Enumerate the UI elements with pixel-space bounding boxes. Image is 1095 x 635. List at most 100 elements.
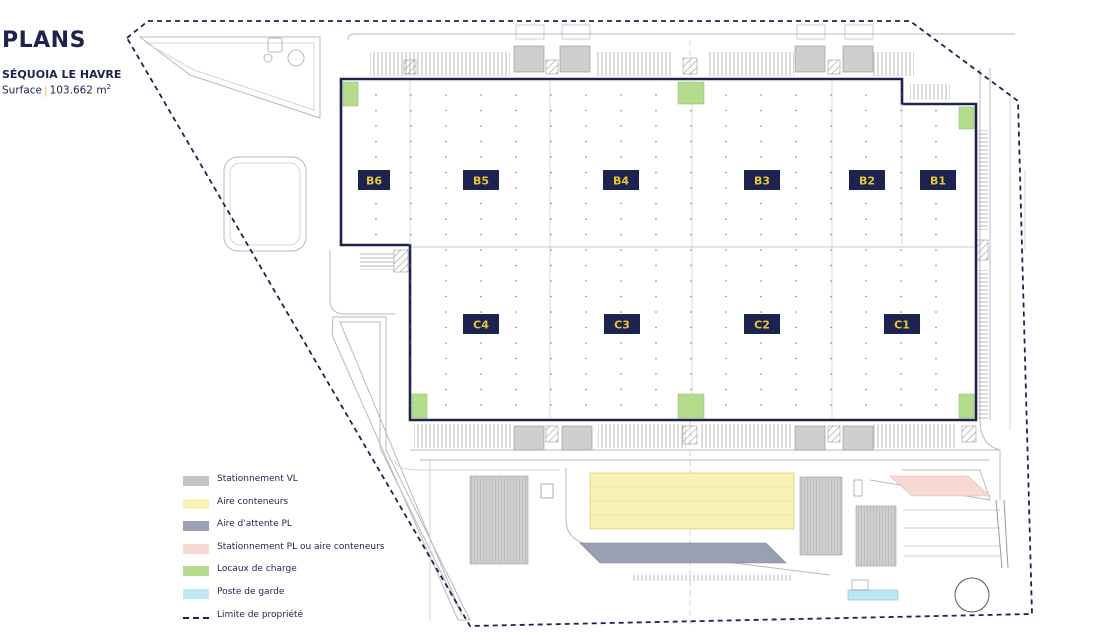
column-dot xyxy=(830,202,832,205)
column-dot xyxy=(410,202,412,205)
column-dot xyxy=(795,280,797,282)
column-dot xyxy=(480,249,482,251)
column-dot xyxy=(690,311,692,313)
column-dot xyxy=(480,264,482,267)
column-dot xyxy=(795,109,797,112)
column-dot xyxy=(410,357,412,360)
column-dot xyxy=(865,326,867,329)
column-dot xyxy=(830,404,832,406)
column-dot xyxy=(480,342,482,344)
column-dot xyxy=(655,295,657,298)
column-dot xyxy=(515,233,517,236)
column-dot xyxy=(445,388,447,391)
column-dot xyxy=(900,264,902,267)
column-dot xyxy=(865,140,867,143)
column-dot xyxy=(760,342,762,344)
column-dot xyxy=(795,373,797,375)
column-dot xyxy=(550,357,552,360)
site-roads xyxy=(138,33,1026,625)
cell-label-c2: C2 xyxy=(754,319,770,332)
column-dot xyxy=(550,233,552,236)
cell-c1: C1 xyxy=(884,314,920,334)
column-dot xyxy=(410,233,412,236)
column-dot xyxy=(655,373,657,375)
column-dot xyxy=(830,264,832,267)
column-dot xyxy=(795,140,797,143)
column-dot xyxy=(375,140,377,143)
column-dot xyxy=(690,187,692,189)
column-dot xyxy=(760,311,762,313)
column-dot xyxy=(865,357,867,360)
column-dot xyxy=(515,218,517,220)
column-dot xyxy=(585,311,587,313)
cell-labels: B6 B5 B4 B3 B2 B1 C4 C3 C2 C1 xyxy=(358,170,956,334)
cell-b3: B3 xyxy=(744,170,780,190)
column-dot xyxy=(690,171,692,174)
column-dot xyxy=(935,388,937,391)
column-dot xyxy=(865,249,867,251)
column-dot xyxy=(585,171,587,174)
cell-label-b4: B4 xyxy=(613,175,629,188)
column-dot xyxy=(515,373,517,375)
column-dot xyxy=(865,218,867,220)
column-dot xyxy=(725,404,727,406)
column-dot xyxy=(935,357,937,360)
column-dot xyxy=(655,187,657,189)
column-dot xyxy=(445,280,447,282)
legend-swatch xyxy=(183,543,209,554)
column-dot xyxy=(795,311,797,313)
column-dot xyxy=(620,373,622,375)
column-dot xyxy=(550,125,552,127)
column-dot xyxy=(830,357,832,360)
column-dot xyxy=(725,156,727,158)
column-dot xyxy=(830,388,832,391)
column-dot xyxy=(725,202,727,205)
column-dot xyxy=(585,109,587,112)
column-dot xyxy=(690,388,692,391)
column-dot xyxy=(725,249,727,251)
column-dot xyxy=(795,388,797,391)
column-dot xyxy=(830,280,832,282)
column-dot xyxy=(480,311,482,313)
column-dot xyxy=(620,357,622,360)
column-dot xyxy=(900,202,902,205)
column-dot xyxy=(620,280,622,282)
column-dot xyxy=(935,342,937,344)
column-dot xyxy=(935,311,937,313)
column-dot xyxy=(935,156,937,158)
column-dot xyxy=(515,404,517,406)
column-dot xyxy=(375,218,377,220)
column-dot xyxy=(585,156,587,158)
column-dot xyxy=(655,342,657,344)
column-dot xyxy=(515,280,517,282)
legend-label: Aire conteneurs xyxy=(217,496,289,507)
column-dot xyxy=(760,404,762,406)
column-dot xyxy=(410,404,412,406)
cell-b6: B6 xyxy=(358,170,390,190)
column-dot xyxy=(480,233,482,236)
column-dot xyxy=(410,326,412,329)
column-dot xyxy=(725,94,727,96)
column-dot xyxy=(480,94,482,96)
column-dot xyxy=(830,249,832,251)
charging-room-b1 xyxy=(958,106,975,130)
column-dot xyxy=(480,357,482,360)
column-dot xyxy=(795,156,797,158)
column-dot xyxy=(445,326,447,329)
cell-label-c4: C4 xyxy=(473,319,489,332)
column-dot xyxy=(550,342,552,344)
column-dot xyxy=(865,109,867,112)
column-dot xyxy=(690,156,692,158)
column-dot xyxy=(690,218,692,220)
column-dot xyxy=(620,233,622,236)
column-dot xyxy=(900,94,902,96)
column-dot xyxy=(375,202,377,205)
column-dot xyxy=(480,140,482,143)
column-dot xyxy=(620,264,622,267)
column-dot xyxy=(550,280,552,282)
column-dot xyxy=(445,156,447,158)
column-dot xyxy=(480,295,482,298)
column-dot xyxy=(445,109,447,112)
column-dot xyxy=(795,171,797,174)
